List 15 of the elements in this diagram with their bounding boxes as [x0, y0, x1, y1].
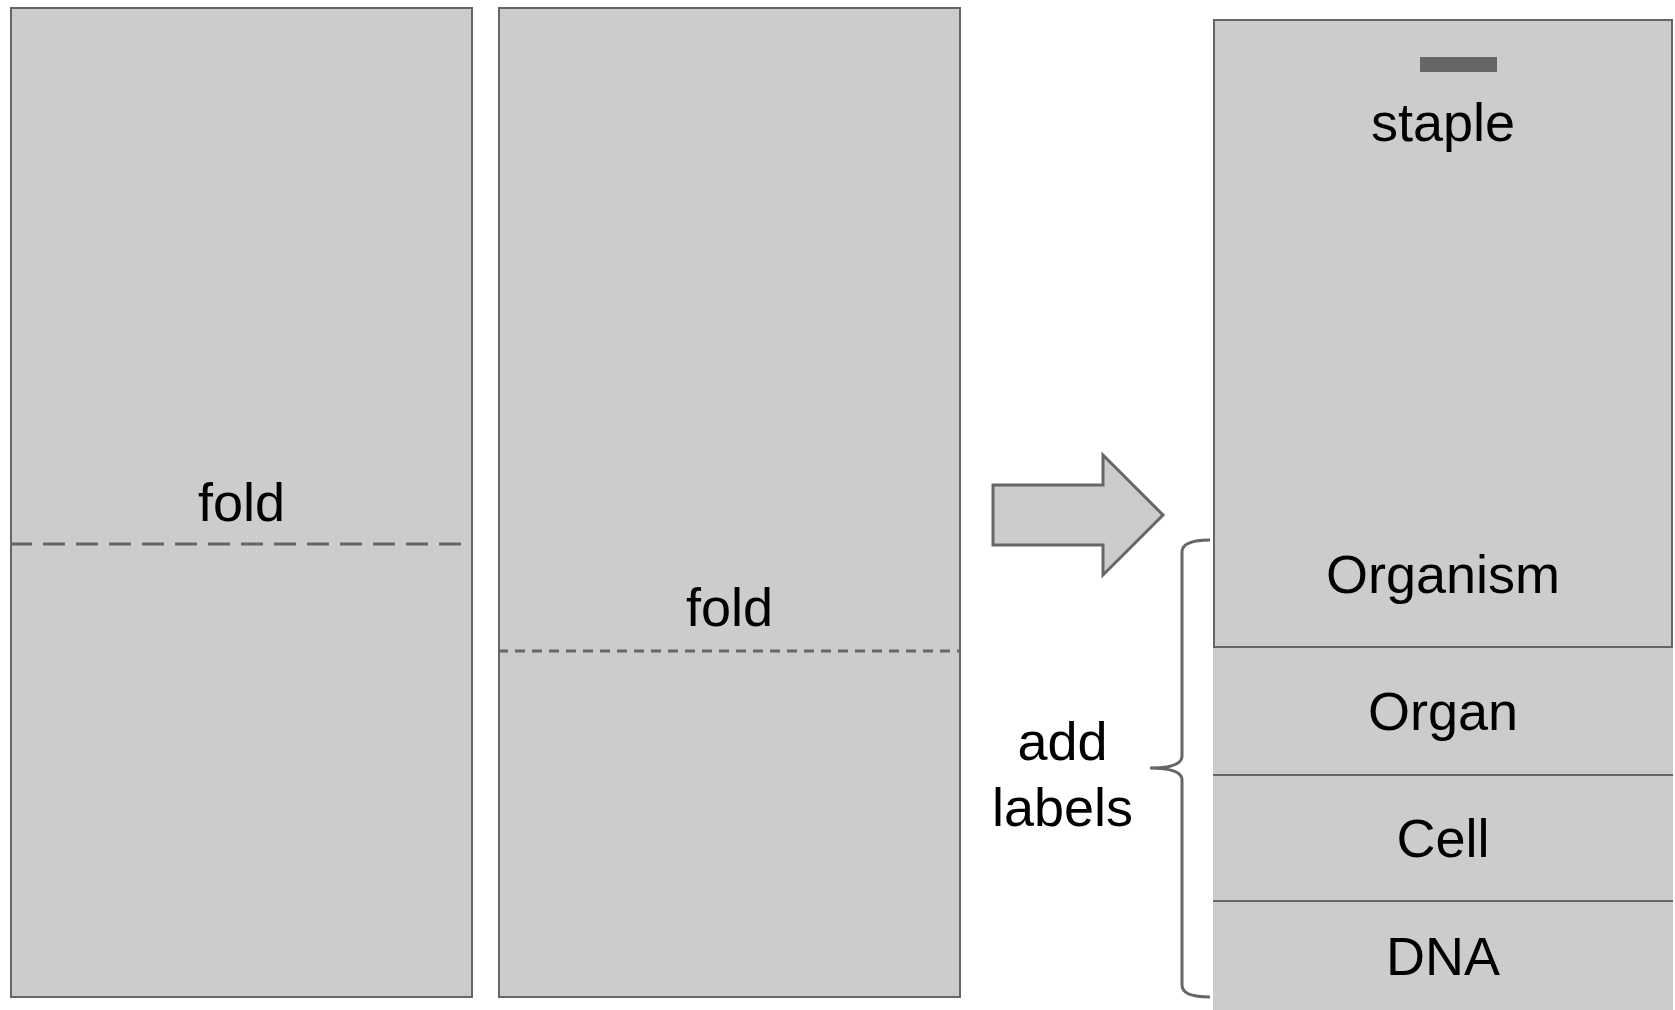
page-band	[1213, 900, 1673, 1010]
fold-label: fold	[684, 576, 775, 638]
block-arrow	[991, 451, 1166, 579]
page-label: Cell	[1396, 807, 1490, 869]
page-band	[1213, 774, 1673, 900]
paper-booklet	[1213, 19, 1673, 1008]
note-text: add labels	[990, 710, 1135, 839]
page-label: Organism	[1324, 543, 1562, 605]
staple-label: staple	[1369, 91, 1517, 153]
page-label: Organ	[1367, 680, 1519, 742]
page-band	[1213, 646, 1673, 774]
paper-sheet	[10, 7, 473, 998]
paper-sheet	[498, 7, 961, 998]
page-label: DNA	[1386, 925, 1500, 987]
fold-label: fold	[196, 471, 287, 533]
